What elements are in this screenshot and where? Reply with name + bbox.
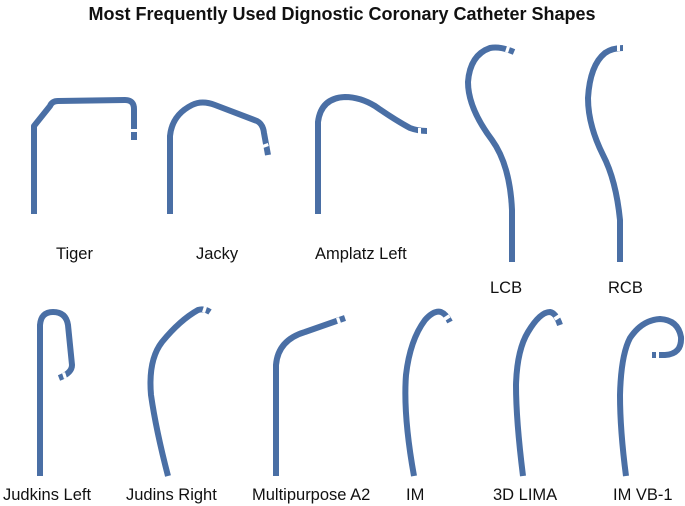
catheter-amplatz-left: Amplatz Left: [315, 94, 428, 263]
figure-title: Most Frequently Used Dignostic Coronary …: [88, 4, 595, 24]
catheter-multipurpose-a2-label: Multipurpose A2: [252, 486, 370, 504]
catheter-jacky-label: Jacky: [196, 245, 239, 263]
catheter-lcb: LCB: [465, 44, 522, 297]
catheter-lcb-shape: [465, 44, 516, 262]
catheter-amplatz-left-shape: [315, 94, 428, 214]
catheter-judkins-left: Judkins Left: [3, 309, 91, 504]
catheter-judkins-left-shape: [37, 309, 75, 476]
catheter-jacky-tip-band: [262, 143, 269, 148]
catheter-rcb: RCB: [585, 45, 643, 297]
catheter-lcb-tip-band: [505, 46, 510, 53]
catheter-im-shape: [402, 308, 453, 477]
catheter-3d-lima: 3D LIMA: [493, 309, 563, 504]
catheter-judkins-left-tip-band: [62, 372, 67, 379]
catheter-im-tip-band: [443, 314, 451, 321]
catheter-im-vb-1: IM VB-1: [613, 316, 685, 504]
catheter-jacky-shape: [167, 99, 271, 214]
catheter-tiger-shape: [31, 97, 137, 214]
catheter-jacky: Jacky: [167, 99, 271, 263]
catheter-3d-lima-label: 3D LIMA: [493, 486, 557, 504]
catheter-multipurpose-a2-tip-band: [336, 317, 341, 324]
catheter-multipurpose-a2-shape: [273, 315, 346, 476]
catheter-3d-lima-tip-band: [553, 314, 561, 321]
catheter-multipurpose-a2: Multipurpose A2: [252, 315, 370, 504]
catheter-rcb-shape: [585, 45, 624, 262]
catheter-lcb-label: LCB: [490, 279, 522, 297]
catheter-amplatz-left-label: Amplatz Left: [315, 245, 407, 263]
catheter-im-label: IM: [406, 486, 424, 504]
catheter-judins-right: Judins Right: [126, 306, 217, 504]
catheter-tiger-label: Tiger: [56, 245, 93, 263]
catheter-judins-right-shape: [147, 306, 212, 477]
catheter-3d-lima-shape: [513, 309, 563, 477]
catheter-judkins-left-label: Judkins Left: [3, 486, 91, 504]
catheter-im-vb-1-shape: [617, 316, 685, 477]
catheter-judins-right-tip-band: [202, 306, 207, 313]
catheter-im: IM: [402, 308, 453, 504]
catheter-judins-right-label: Judins Right: [126, 486, 217, 504]
catheter-im-vb-1-label: IM VB-1: [613, 486, 673, 504]
catheter-tiger: Tiger: [31, 97, 137, 263]
catheter-rcb-label: RCB: [608, 279, 643, 297]
